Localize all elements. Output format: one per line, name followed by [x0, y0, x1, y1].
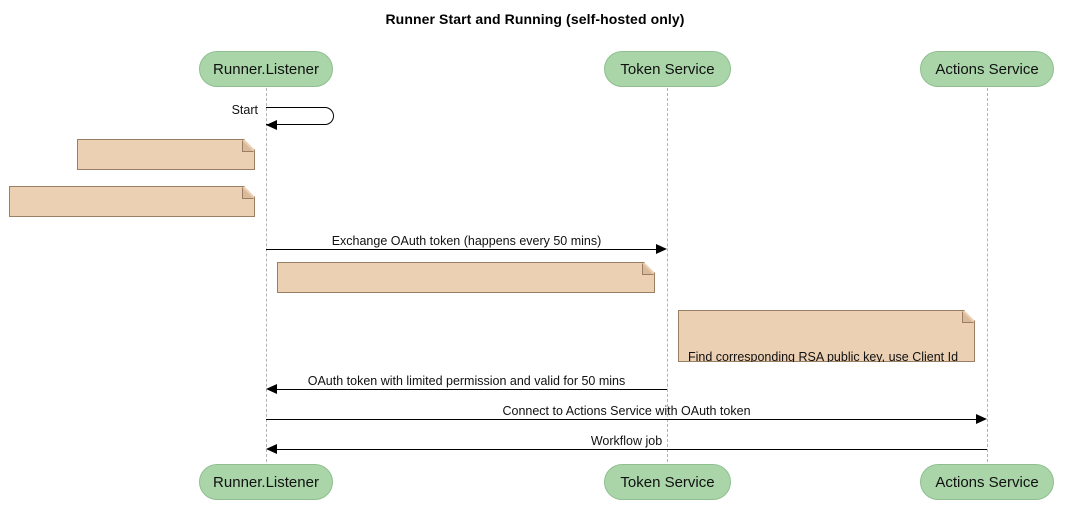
message-line-exchange-oauth-token: [266, 249, 656, 250]
message-line-connect-to-actions-service: [266, 419, 976, 420]
arrow-head-start: [266, 119, 277, 130]
participant-label: Token Service: [620, 60, 715, 78]
lifeline-actions: [987, 88, 988, 462]
message-line-oauth-token-reply: [277, 389, 667, 390]
note-construct-jwt-token: Construct JWT token, use Client Id signe…: [277, 262, 655, 293]
note-fold-corner-icon: [242, 187, 254, 199]
participant-token-service-top[interactable]: Token Service: [604, 51, 731, 87]
message-label-oauth-token-reply: OAuth token with limited permission and …: [307, 374, 626, 388]
arrow-head-workflow-job: [266, 443, 277, 454]
message-label-start: Start: [231, 103, 258, 117]
participant-label: Token Service: [620, 473, 715, 491]
participant-runner-listener-bottom[interactable]: Runner.Listener: [199, 464, 333, 500]
message-label-workflow-job: Workflow job: [590, 434, 663, 448]
arrow-head-exchange-oauth-token: [656, 243, 667, 254]
arrow-head-oauth-token-reply: [266, 383, 277, 394]
participant-runner-listener-top[interactable]: Runner.Listener: [199, 51, 333, 87]
note-text: Construct JWT token, use Client Id signe…: [287, 302, 630, 316]
note-verify-jwt-token: Find corresponding RSA public key, use C…: [678, 310, 975, 362]
note-load-token-registration: Load token registration from .credential…: [9, 186, 255, 217]
note-text: Find corresponding RSA public key, use C…: [688, 350, 959, 380]
participant-label: Runner.Listener: [213, 473, 319, 491]
note-load-config-info: Load config info from .runner: [77, 139, 255, 170]
message-label-connect-to-actions-service: Connect to Actions Service with OAuth to…: [502, 404, 751, 418]
note-fold-corner-icon: [242, 140, 254, 152]
note-fold-corner-icon: [642, 263, 654, 275]
note-fold-corner-icon: [962, 311, 974, 323]
participant-label: Actions Service: [935, 473, 1039, 491]
participant-actions-service-top[interactable]: Actions Service: [920, 51, 1054, 87]
arrow-head-connect-to-actions-service: [976, 413, 987, 424]
lifeline-token: [667, 88, 668, 462]
message-label-exchange-oauth-token: Exchange OAuth token (happens every 50 m…: [331, 234, 602, 248]
participant-label: Runner.Listener: [213, 60, 319, 78]
participant-token-service-bottom[interactable]: Token Service: [604, 464, 731, 500]
page-title: Runner Start and Running (self-hosted on…: [385, 11, 685, 27]
self-loop-start: [266, 107, 334, 125]
participant-label: Actions Service: [935, 60, 1039, 78]
message-line-workflow-job: [277, 449, 987, 450]
participant-actions-service-bottom[interactable]: Actions Service: [920, 464, 1054, 500]
note-text: Load token registration from .credential…: [19, 226, 243, 240]
lifeline-runner: [266, 88, 267, 462]
